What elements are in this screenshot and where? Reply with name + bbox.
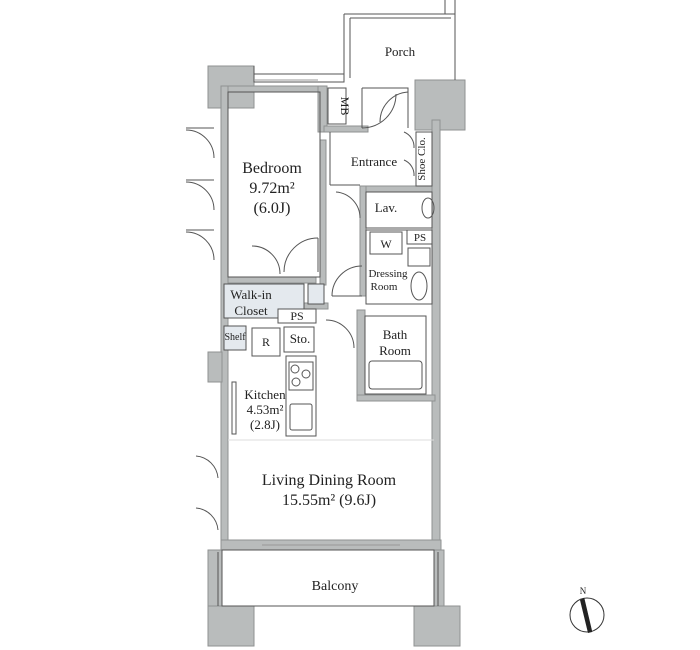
- mb-label: MB: [338, 97, 352, 116]
- stove: [288, 361, 314, 391]
- dressing-label-2: Room: [371, 281, 398, 293]
- wall-lav-north: [359, 185, 433, 193]
- bath-outline: [364, 315, 427, 395]
- kitchen-area: 4.53m²: [247, 402, 284, 417]
- bedroom-jo: (6.0J): [254, 200, 291, 217]
- walk-in-label-1: Walk-in: [230, 287, 272, 302]
- mb-box: [327, 87, 347, 125]
- fridge-label: R: [262, 335, 270, 349]
- wall-east: [431, 119, 441, 551]
- wash-basin: [410, 271, 428, 301]
- doors: [185, 91, 415, 531]
- balcony-west-wall: [207, 549, 223, 607]
- wall-bath-south: [356, 394, 436, 402]
- storage-box: [283, 326, 315, 353]
- wall-bedroom-east: [319, 139, 327, 286]
- lav-label: Lav.: [375, 200, 398, 215]
- washer-label: W: [380, 237, 392, 251]
- ps-lower-label: PS: [290, 309, 303, 323]
- balcony-label: Balcony: [312, 579, 359, 594]
- living-dining-area: 15.55m² (9.6J): [282, 492, 376, 509]
- balcony-east-wall: [433, 549, 445, 607]
- dressing-label-1: Dressing: [368, 268, 408, 280]
- wall-bedroom-south: [227, 276, 317, 284]
- compass-north-label: N: [580, 586, 587, 596]
- kitchen-name: Kitchen: [244, 387, 286, 402]
- balcony-outline: [221, 549, 435, 607]
- washer-box: [369, 231, 403, 255]
- porch-outline: [253, 14, 345, 83]
- closets: [223, 283, 325, 351]
- bedroom-name: Bedroom: [242, 160, 302, 177]
- shelf-label: Shelf: [224, 332, 246, 343]
- bath-label-1: Bath: [383, 327, 408, 342]
- wall-bedroom-north: [227, 85, 325, 93]
- compass: N: [569, 586, 605, 633]
- fridge-box: [251, 327, 281, 357]
- wall-entry-north: [323, 125, 369, 133]
- toilet: [421, 197, 435, 219]
- storage-label: Sto.: [290, 331, 311, 346]
- labels: Porch MB Entrance Shoe Clo. Bedroom 9.72…: [224, 44, 428, 594]
- bath-label-2: Room: [379, 343, 411, 358]
- lav-outline: [365, 191, 433, 229]
- sink: [289, 403, 313, 431]
- wall-lav-west: [359, 185, 367, 297]
- wall-west-notch: [207, 351, 223, 383]
- ps-upper-label: PS: [414, 232, 426, 244]
- compass-needle-icon: [580, 598, 592, 633]
- column-bottom-right: [413, 605, 461, 647]
- wall-bath-west: [356, 309, 366, 401]
- shelf-fill: [223, 325, 247, 351]
- porch-label: Porch: [385, 44, 416, 59]
- kitchen-jo: (2.8J): [250, 417, 280, 432]
- dressing-outline: [365, 229, 433, 305]
- vanity: [407, 247, 431, 267]
- shoe-closet-label: Shoe Clo.: [416, 137, 428, 181]
- bathtub: [368, 360, 423, 390]
- bedroom-area: 9.72m²: [249, 180, 294, 197]
- outlines: [217, 0, 456, 607]
- column-bottom-left: [207, 605, 255, 647]
- bedroom-outline: [227, 91, 321, 278]
- living-dining-name: Living Dining Room: [262, 472, 397, 489]
- shoe-closet-box: [415, 131, 433, 187]
- wall-mb-west: [317, 85, 328, 133]
- ps-lower-box: [277, 308, 317, 324]
- walk-in-label-2: Closet: [234, 303, 268, 318]
- entrance-label: Entrance: [351, 154, 397, 169]
